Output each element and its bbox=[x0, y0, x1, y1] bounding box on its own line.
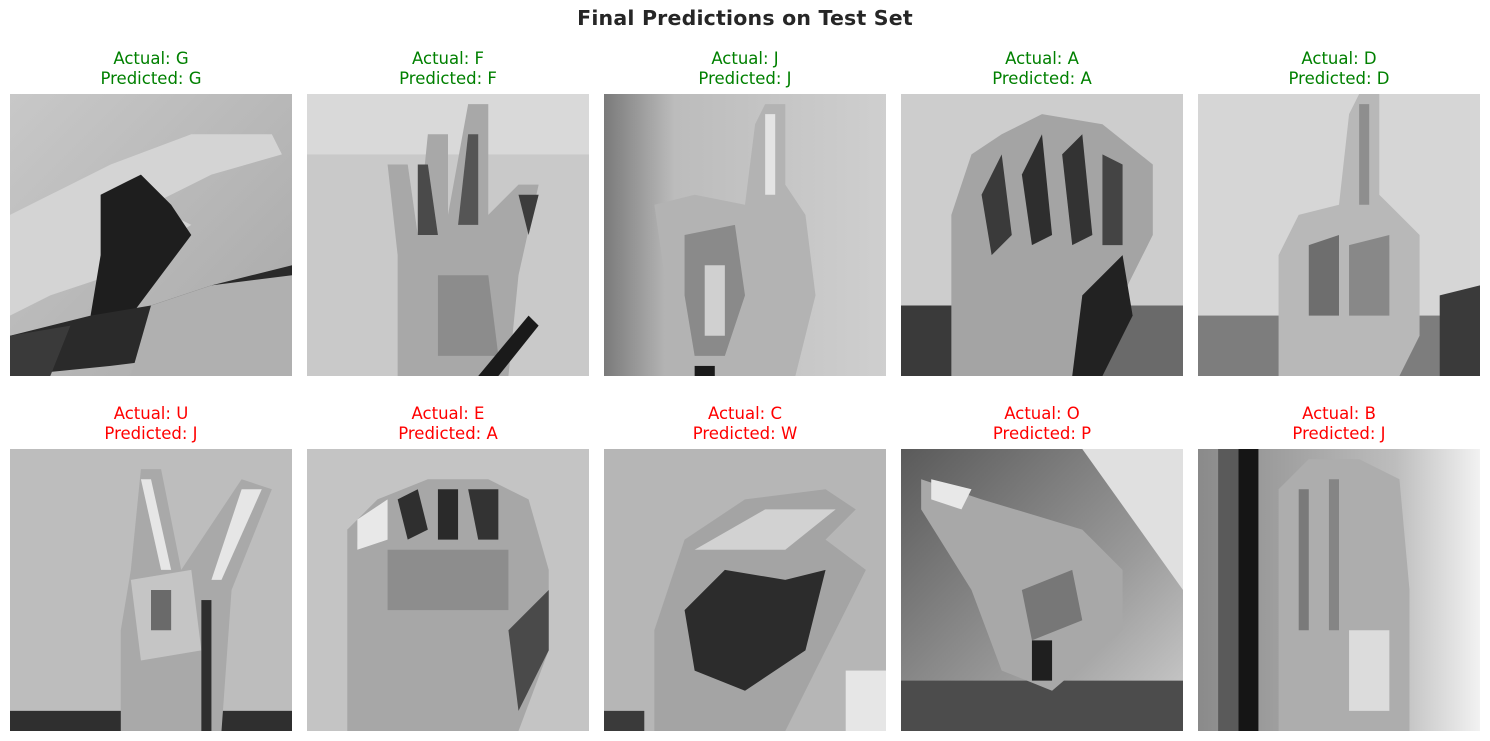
predicted-label: Predicted: W bbox=[692, 424, 798, 443]
prediction-caption: Actual: O Predicted: P bbox=[881, 404, 1203, 444]
predicted-label: Predicted: D bbox=[1288, 69, 1390, 88]
hand-sign-a-image bbox=[901, 94, 1183, 376]
predicted-label: Predicted: J bbox=[104, 424, 198, 443]
prediction-caption: Actual: G Predicted: G bbox=[0, 49, 312, 89]
hand-sign-f-image bbox=[307, 94, 589, 376]
prediction-caption: Actual: F Predicted: F bbox=[287, 49, 609, 89]
actual-label: Actual: D bbox=[1301, 49, 1377, 68]
predicted-label: Predicted: G bbox=[100, 69, 202, 88]
predicted-label: Predicted: J bbox=[1292, 424, 1386, 443]
hand-sign-j-image bbox=[604, 94, 886, 376]
hand-sign-o-image bbox=[901, 449, 1183, 731]
actual-label: Actual: F bbox=[412, 49, 484, 68]
prediction-caption: Actual: C Predicted: W bbox=[584, 404, 906, 444]
hand-sign-u-image bbox=[10, 449, 292, 731]
hand-sign-e-image bbox=[307, 449, 589, 731]
prediction-caption: Actual: E Predicted: A bbox=[287, 404, 609, 444]
actual-label: Actual: G bbox=[113, 49, 189, 68]
predicted-label: Predicted: P bbox=[992, 424, 1092, 443]
figure-title: Final Predictions on Test Set bbox=[577, 6, 913, 30]
actual-label: Actual: O bbox=[1004, 404, 1080, 423]
actual-label: Actual: E bbox=[411, 404, 485, 423]
actual-label: Actual: B bbox=[1302, 404, 1376, 423]
prediction-caption: Actual: D Predicted: D bbox=[1178, 49, 1490, 89]
predicted-label: Predicted: A bbox=[992, 69, 1092, 88]
hand-sign-b-image bbox=[1198, 449, 1480, 731]
predicted-label: Predicted: A bbox=[398, 424, 498, 443]
prediction-caption: Actual: A Predicted: A bbox=[881, 49, 1203, 89]
prediction-caption: Actual: U Predicted: J bbox=[0, 404, 312, 444]
hand-sign-g-image bbox=[10, 94, 292, 376]
actual-label: Actual: U bbox=[113, 404, 189, 423]
predicted-label: Predicted: F bbox=[399, 69, 497, 88]
actual-label: Actual: C bbox=[707, 404, 783, 423]
hand-sign-d-image bbox=[1198, 94, 1480, 376]
prediction-caption: Actual: J Predicted: J bbox=[584, 49, 906, 89]
prediction-caption: Actual: B Predicted: J bbox=[1178, 404, 1490, 444]
predicted-label: Predicted: J bbox=[698, 69, 792, 88]
actual-label: Actual: J bbox=[711, 49, 779, 68]
actual-label: Actual: A bbox=[1005, 49, 1079, 68]
hand-sign-c-image bbox=[604, 449, 886, 731]
